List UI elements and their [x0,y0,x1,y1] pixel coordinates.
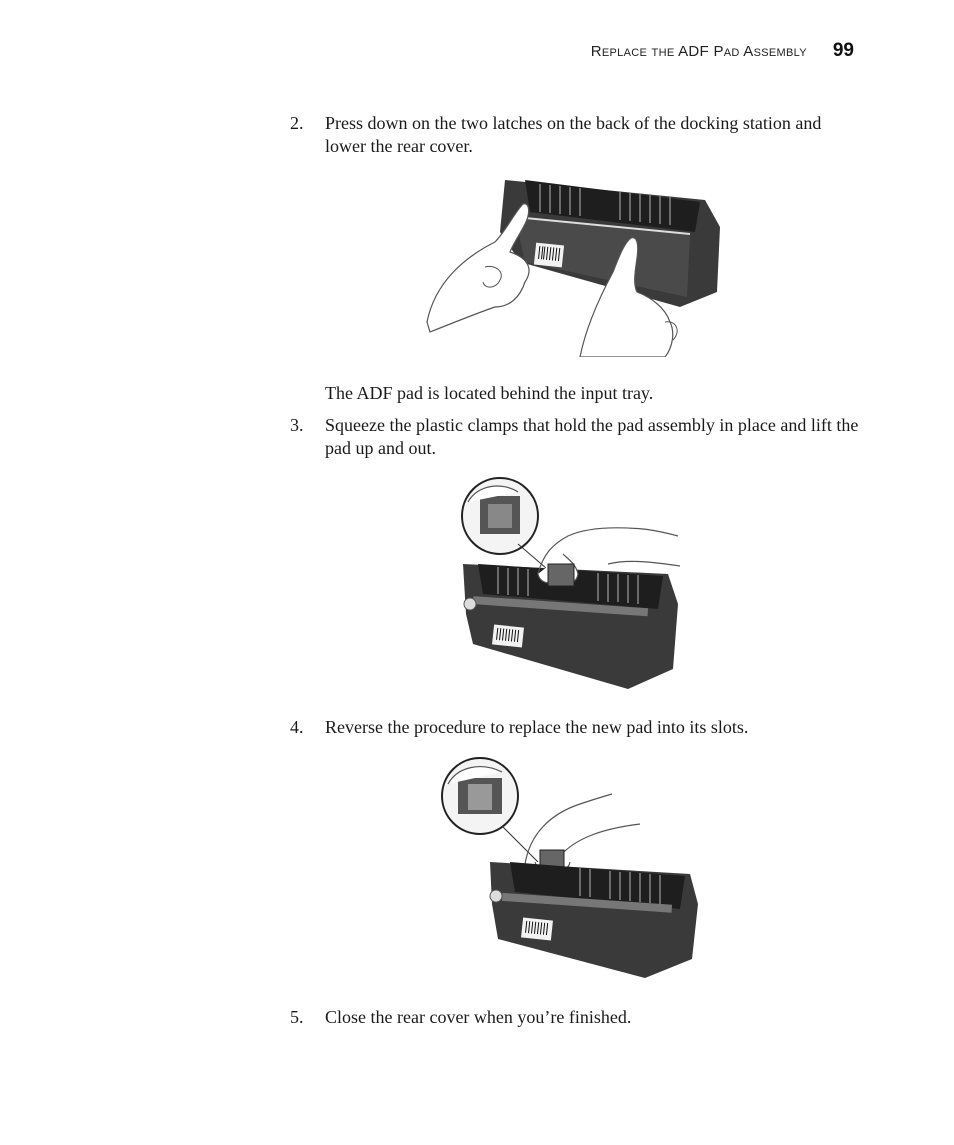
step-3: 3. Squeeze the plastic clamps that hold … [290,414,860,460]
page-number: 99 [832,40,854,61]
step-text: Reverse the procedure to replace the new… [325,717,749,737]
step-text: Close the rear cover when you’re finishe… [325,1007,632,1027]
note-text: The ADF pad is located behind the input … [325,383,654,403]
step-number: 4. [290,717,304,737]
figure-press-latches [425,172,725,357]
figure-squeeze-clamps [458,474,688,692]
step-2: 2. Press down on the two latches on the … [290,112,860,158]
figure-replace-pad [440,754,702,980]
running-header: Replace the ADF Pad Assembly 99 [591,40,854,62]
step-text: Press down on the two latches on the bac… [325,113,822,156]
header-title: Replace the ADF Pad Assembly [590,43,807,60]
step-4: 4. Reverse the procedure to replace the … [290,716,860,739]
step-number: 3. [290,415,304,435]
step-number: 5. [290,1007,304,1027]
step-text: Squeeze the plastic clamps that hold the… [325,415,859,458]
step-5: 5. Close the rear cover when you’re fini… [290,1006,860,1029]
step-number: 2. [290,113,304,133]
